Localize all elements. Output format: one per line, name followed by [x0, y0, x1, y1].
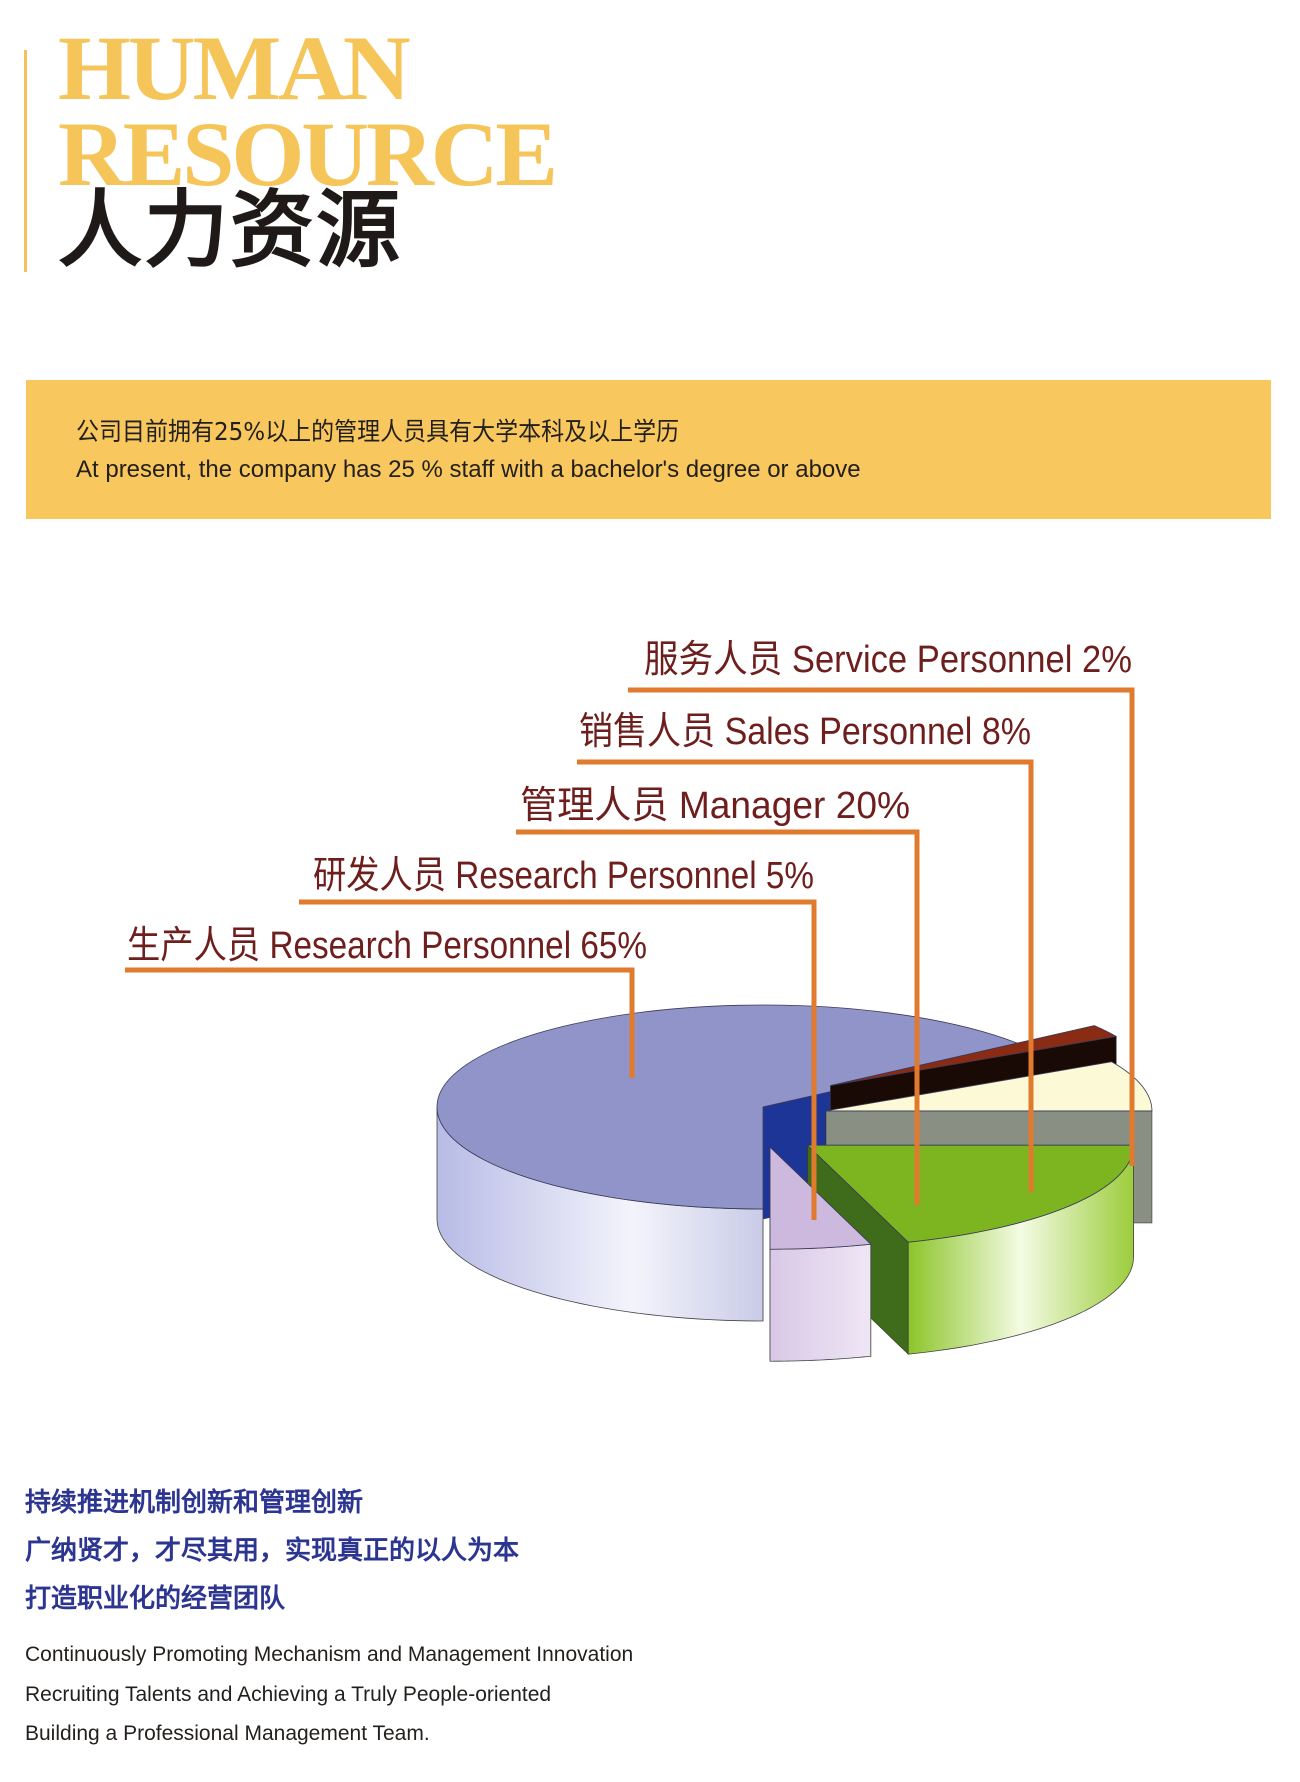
slice-top-service [830, 1025, 1118, 1086]
slice-top-sales [825, 1061, 1153, 1112]
info-banner: 公司目前拥有25%以上的管理人员具有大学本科及以上学历 At present, … [26, 380, 1271, 519]
title-chinese: 人力资源 [58, 181, 403, 279]
leader-line-service [628, 687, 1135, 1166]
slogan-en-2: Recruiting Talents and Achieving a Truly… [25, 1683, 552, 1706]
banner-text-cn: 公司目前拥有25%以上的管理人员具有大学本科及以上学历 [76, 417, 680, 446]
banner-text-en: At present, the company has 25 % staff w… [76, 456, 861, 483]
pie-slice-rnd [769, 1146, 872, 1362]
slice-side-rnd [769, 1243, 872, 1362]
leader-line-production [125, 967, 635, 1078]
slogan-cn-2: 广纳贤才，才尽其用，实现真正的以人为本 [25, 1536, 520, 1566]
label-manager: 管理人员 Manager 20% [520, 783, 910, 827]
pie-labels: 生产人员 Research Personnel 65% 研发人员 Researc… [127, 637, 1132, 967]
leader-line-sales [577, 759, 1034, 1192]
label-production: 生产人员 Research Personnel 65% [127, 923, 647, 967]
leader-line-rnd [299, 899, 817, 1220]
accent-bar [24, 50, 27, 272]
title-resource: RESOURCE [58, 103, 558, 205]
label-sales: 销售人员 Sales Personnel 8% [579, 709, 1031, 753]
title-human: HUMAN [58, 17, 411, 119]
slogan-en-3: Building a Professional Management Team. [25, 1722, 430, 1745]
leader-lines [125, 687, 1135, 1220]
slice-top-production [436, 1004, 1029, 1210]
pie-slice-manager [806, 1144, 1134, 1355]
label-rnd: 研发人员 Research Personnel 5% [313, 853, 814, 897]
leader-line-manager [516, 829, 920, 1205]
slogan-cn-1: 持续推进机制创新和管理创新 [25, 1488, 364, 1518]
pie-slices [436, 1004, 1153, 1362]
label-service: 服务人员 Service Personnel 2% [644, 637, 1132, 681]
slice-top-rnd [769, 1146, 872, 1250]
slogan-cn-3: 打造职业化的经营团队 [25, 1584, 286, 1614]
slogan-en-1: Continuously Promoting Mechanism and Man… [25, 1643, 634, 1666]
